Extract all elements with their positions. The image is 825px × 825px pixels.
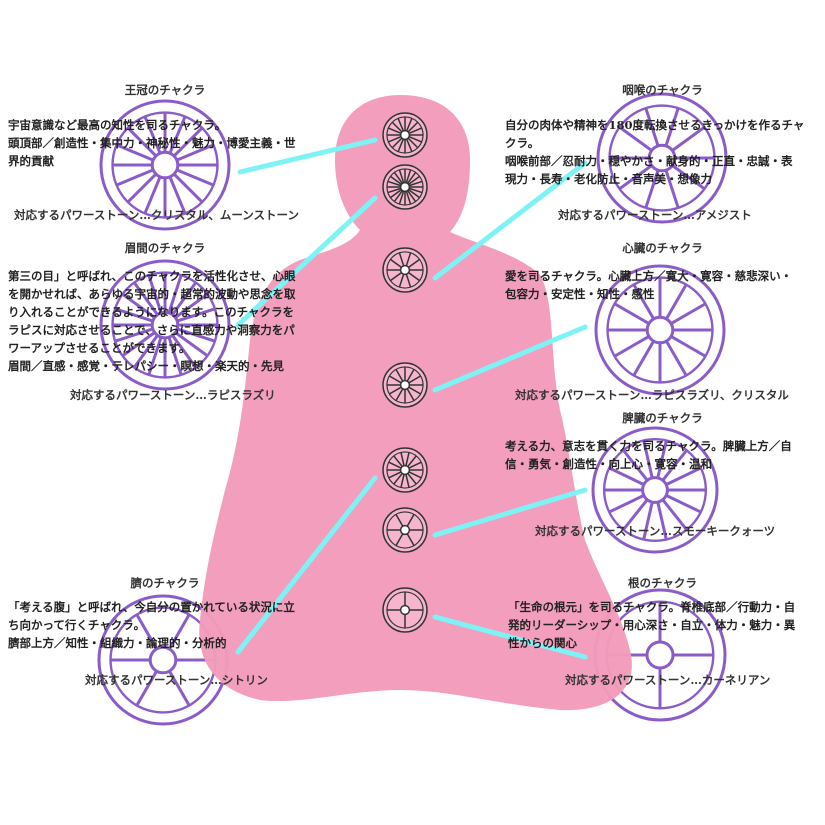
heart-connector-line	[432, 324, 588, 393]
throat-chakra-title: 咽喉のチャクラ	[622, 83, 703, 97]
heart-small-mandala	[382, 362, 428, 408]
description-line: 性からの関心	[508, 636, 577, 650]
heart-chakra-title: 心臓のチャクラ	[622, 241, 703, 255]
navel-chakra-symbol-large	[97, 594, 229, 726]
spleen-connector-line	[432, 487, 588, 538]
root-chakra-description: 「生命の根元」を司るチャクラ。脊椎底部／行動力・自発的リーダーシップ・用心深さ・…	[508, 598, 795, 652]
description-line: クラ。	[505, 136, 540, 150]
brow-chakra-symbol-small	[382, 164, 428, 210]
meditating-figure-silhouette	[199, 95, 632, 711]
crown-chakra-description: 宇宙意識など最高の知性を司るチャクラ。頭頂部／創造性・集中力・神秘性・魅力・博愛…	[8, 116, 296, 170]
description-line: 現力・長寿・老化防止・音声美・想像力	[505, 172, 712, 186]
spleen-small-mandala	[382, 447, 428, 493]
spleen-chakra-description: 考える力、意志を貫く力を司るチャクラ。脾臓上方／自信・勇気・創造性・向上心・寛容…	[505, 437, 792, 473]
description-line: り入れることができるようになります。このチャクラを	[8, 305, 295, 319]
brow-chakra-title: 眉間のチャクラ	[124, 241, 206, 255]
description-line: 咽喉前部／忍耐力・穏やかさ・献身的・正直・忠誠・表	[505, 154, 793, 168]
navel-chakra-symbol-small	[382, 507, 428, 553]
small-chakra-symbols	[382, 112, 428, 633]
crown-small-mandala	[382, 112, 428, 158]
large-chakra-symbols	[97, 92, 728, 726]
description-line: 第三の目」と呼ばれ、このチャクラを活性化させ、心眼	[8, 269, 296, 283]
description-line: 愛を司るチャクラ。心臓上方／寛大・寛容・慈悲深い・	[505, 269, 793, 283]
spleen-power-stone: 対応するパワーストーン…スモーキークォーツ	[535, 524, 776, 538]
crown-chakra-title: 王冠のチャクラ	[124, 83, 206, 97]
heart-chakra-description: 愛を司るチャクラ。心臓上方／寛大・寛容・慈悲深い・包容力・安定性・知性・感性	[505, 267, 792, 303]
spleen-chakra-symbol-large	[591, 426, 719, 554]
description-line: 信・勇気・創造性・向上心・寛容・温和	[505, 457, 712, 471]
description-line: ち向かって行くチャクラ。	[8, 618, 146, 632]
navel-connector-line	[235, 475, 378, 655]
description-line: 頭頂部／創造性・集中力・神秘性・魅力・博愛主義・世	[8, 136, 296, 150]
heart-chakra-symbol-small	[382, 362, 428, 408]
description-line: 臍部上方／知性・組織力・論理的・分析的	[8, 636, 227, 650]
root-connector-line	[432, 614, 588, 660]
root-chakra-symbol-small	[382, 587, 428, 633]
crown-connector-line	[237, 137, 378, 175]
brow-power-stone: 対応するパワーストーン…ラピスラズリ	[70, 388, 276, 402]
description-line: を開かせれば、あらゆる宇宙的・超常的波動や思念を取	[8, 287, 296, 301]
throat-chakra-symbol-small	[382, 247, 428, 293]
brow-small-mandala	[382, 164, 428, 210]
root-small-mandala	[382, 587, 428, 633]
description-line: 「考える腹」と呼ばれ、今自分の置かれている状況に立	[8, 600, 295, 614]
description-line: 「生命の根元」を司るチャクラ。脊椎底部／行動力・自	[508, 600, 796, 614]
root-chakra-title: 根のチャクラ	[628, 576, 697, 590]
navel-chakra-description: 「考える腹」と呼ばれ、今自分の置かれている状況に立ち向かって行くチャクラ。臍部上…	[8, 598, 295, 652]
spleen-chakra-symbol-small	[382, 447, 428, 493]
description-line: 考える力、意志を貫く力を司るチャクラ。脾臓上方／自	[505, 439, 792, 453]
crown-chakra-symbol-large	[99, 99, 231, 231]
description-line: 宇宙意識など最高の知性を司るチャクラ。	[8, 118, 227, 132]
crown-chakra-symbol-small	[382, 112, 428, 158]
root-power-stone: 対応するパワーストーン…カーネリアン	[565, 673, 771, 687]
throat-connector-line	[432, 160, 588, 281]
description-line: 眉間／直感・感覚・テレパシー・瞑想・楽天的・先見	[8, 359, 284, 373]
heart-power-stone: 対応するパワーストーン…ラピスラズリ、クリスタル	[515, 388, 789, 402]
description-line: 包容力・安定性・知性・感性	[505, 287, 655, 301]
connector-lines	[235, 137, 588, 660]
heart-chakra-symbol-large	[594, 264, 726, 396]
description-line: ラピスに対応させることで、さらに直感力や洞察力をパ	[8, 323, 295, 337]
description-line: 自分の肉体や精神を180度転換させるきっかけを作るチャ	[505, 118, 805, 132]
description-line: ワーアップさせることができます。	[8, 341, 191, 355]
description-line: 界的貢献	[8, 154, 54, 168]
brow-chakra-description: 第三の目」と呼ばれ、このチャクラを活性化させ、心眼を開かせれば、あらゆる宇宙的・…	[8, 267, 296, 375]
throat-chakra-symbol-large	[596, 92, 728, 224]
navel-power-stone: 対応するパワーストーン…シトリン	[85, 673, 268, 687]
navel-small-mandala	[382, 507, 428, 553]
brow-chakra-symbol-large	[99, 259, 231, 391]
crown-power-stone: 対応するパワーストーン…クリスタル、ムーンストーン	[14, 208, 299, 222]
throat-power-stone: 対応するパワーストーン…アメジスト	[558, 208, 752, 222]
navel-chakra-title: 臍のチャクラ	[130, 576, 200, 590]
throat-chakra-description: 自分の肉体や精神を180度転換させるきっかけを作るチャクラ。咽喉前部／忍耐力・穏…	[505, 116, 804, 188]
spleen-chakra-title: 脾臓のチャクラ	[622, 411, 703, 425]
brow-connector-line	[235, 195, 378, 328]
throat-small-mandala	[382, 247, 428, 293]
description-line: 発的リーダーシップ・用心深さ・自立・体力・魅力・異	[508, 618, 796, 632]
